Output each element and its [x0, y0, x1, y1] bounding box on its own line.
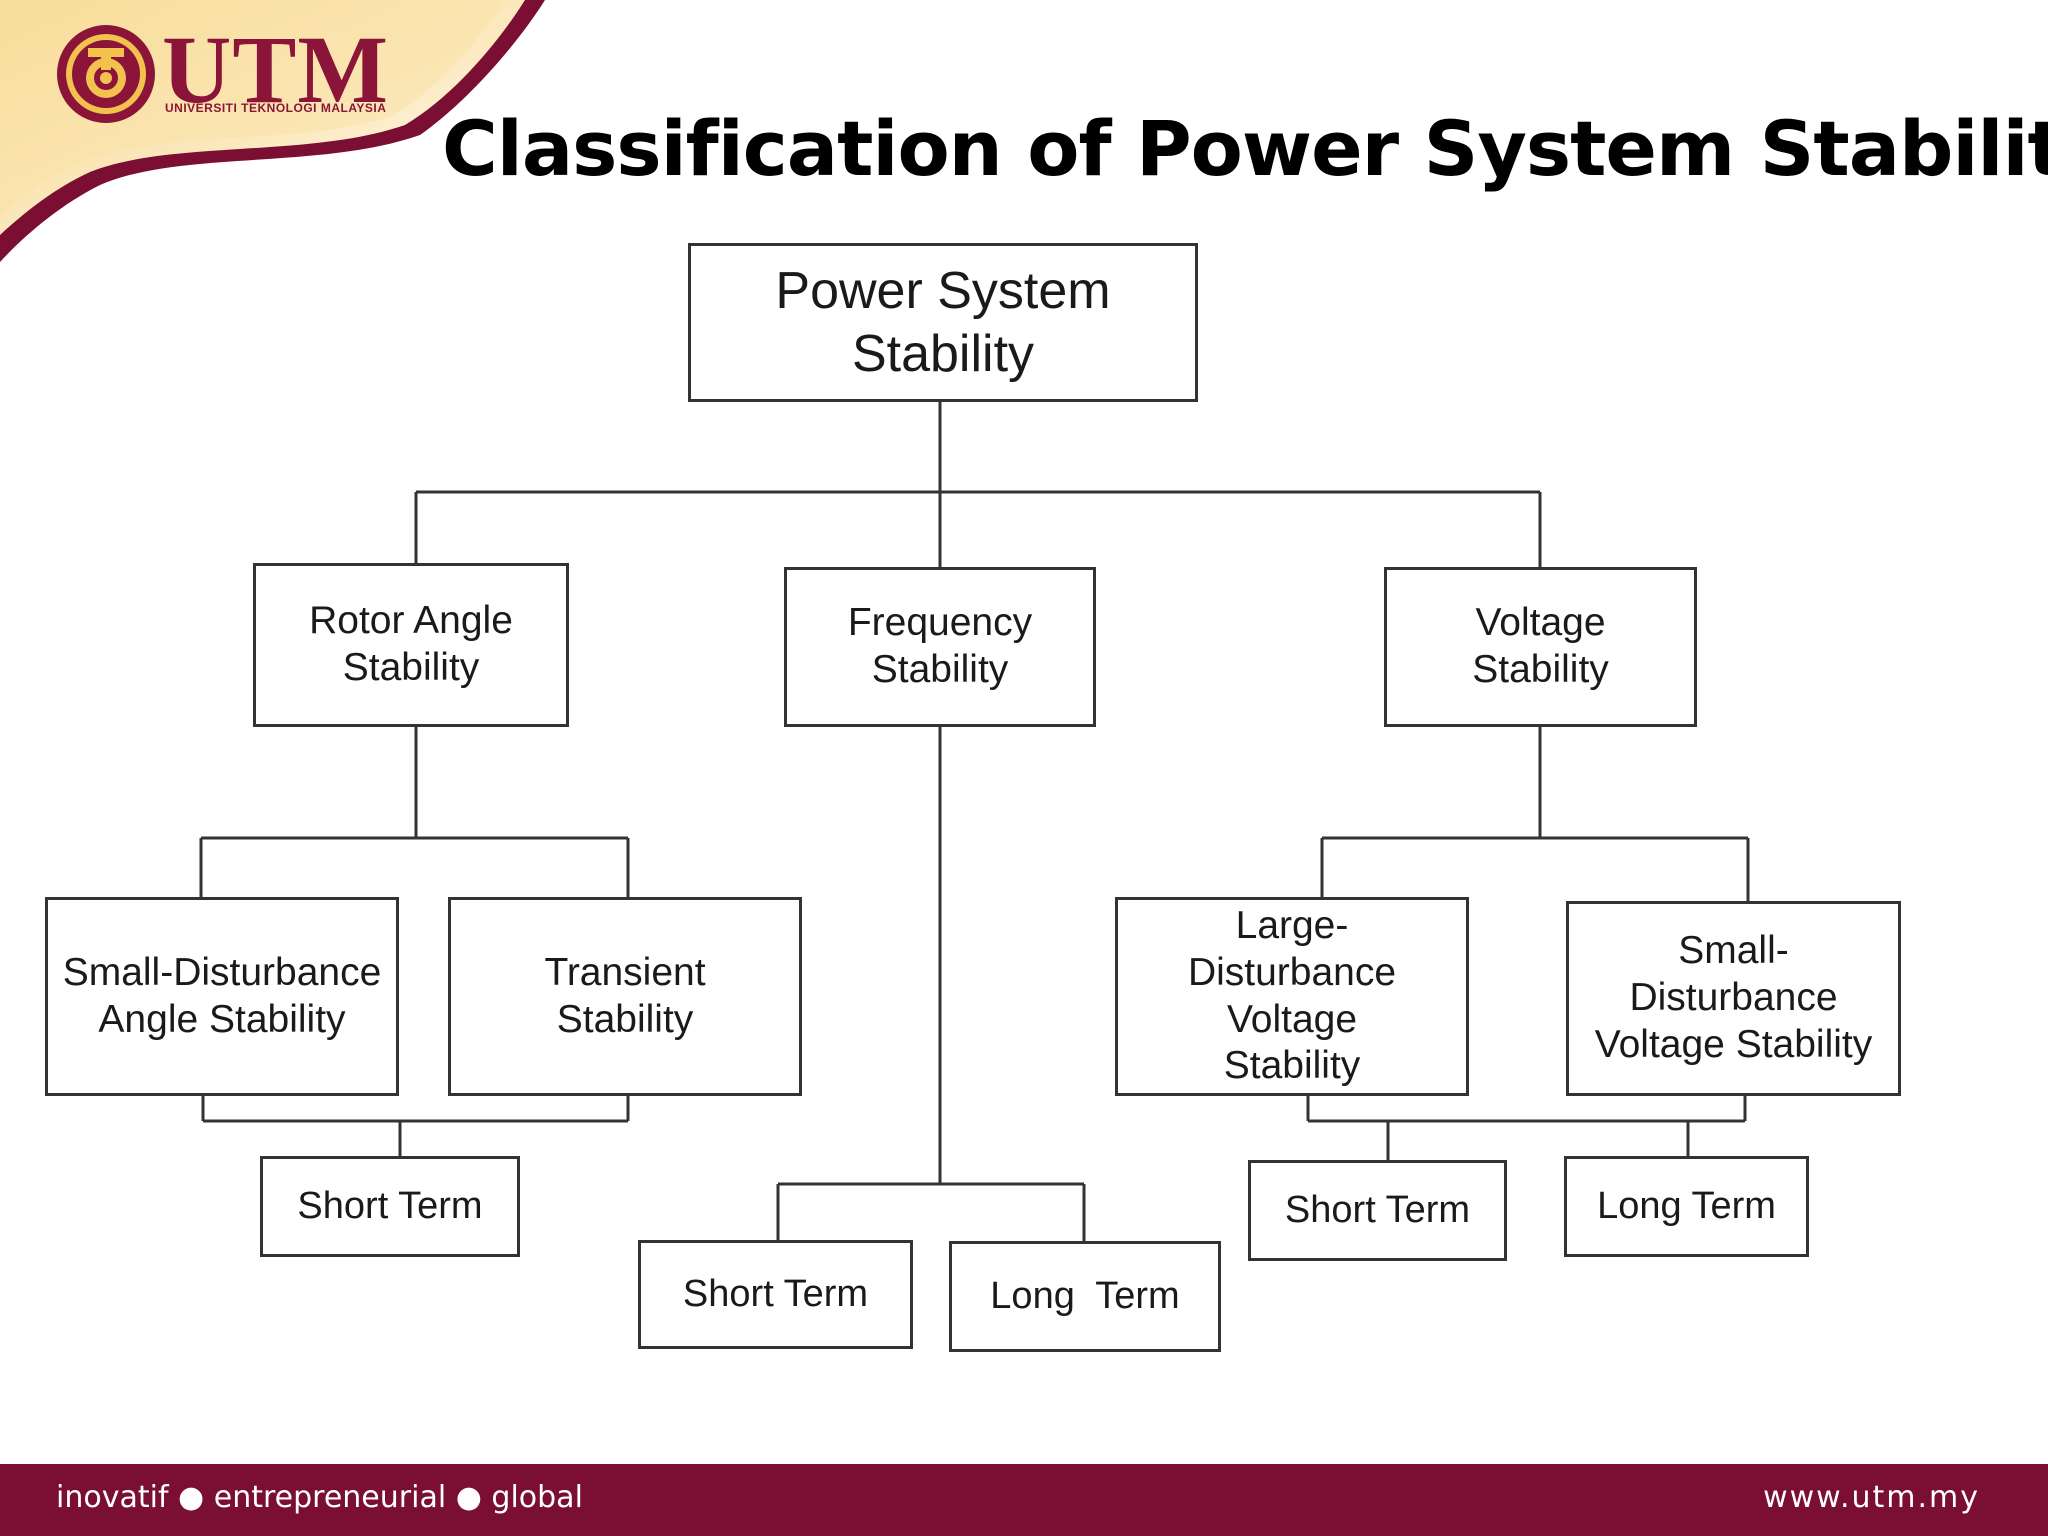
- voltage-short-term-label: Short Term: [1284, 1188, 1471, 1231]
- box-large-disturbance-voltage-stability: Large-Disturbance Voltage Stability: [1115, 897, 1469, 1096]
- voltage-long-term-label: Long Term: [1597, 1184, 1776, 1227]
- small-angle-label: Small-Disturbance Angle Stability: [62, 950, 382, 1041]
- box-frequency-stability: Frequency Stability: [784, 567, 1096, 727]
- frequency-label: Frequency Stability: [847, 601, 1033, 691]
- box-voltage-short-term: Short Term: [1248, 1160, 1507, 1261]
- box-frequency-short-term: Short Term: [638, 1240, 913, 1349]
- footer-website: www.utm.my: [1763, 1480, 1980, 1515]
- transient-label: Transient Stability: [544, 950, 706, 1041]
- box-rotor-short-term: Short Term: [260, 1156, 520, 1257]
- utm-emblem-icon: [57, 25, 155, 123]
- rotor-angle-label: Rotor Angle Stability: [309, 599, 513, 689]
- footer-tagline: inovatif ● entrepreneurial ● global: [56, 1480, 583, 1515]
- box-voltage-stability: Voltage Stability: [1384, 567, 1697, 727]
- small-voltage-label: Small-Disturbance Voltage Stability: [1594, 929, 1873, 1066]
- box-small-disturbance-angle-stability: Small-Disturbance Angle Stability: [45, 897, 399, 1096]
- root-box-power-system-stability: Power System Stability: [688, 243, 1198, 402]
- logo-subtitle: UNIVERSITI TEKNOLOGI MALAYSIA: [165, 101, 387, 115]
- slide-title: Classification of Power System Stability: [442, 104, 2048, 193]
- large-voltage-label: Large-Disturbance Voltage Stability: [1187, 903, 1397, 1088]
- logo-wordmark: UTM: [162, 16, 389, 123]
- box-transient-stability: Transient Stability: [448, 897, 802, 1096]
- box-small-disturbance-voltage-stability: Small-Disturbance Voltage Stability: [1566, 901, 1901, 1096]
- frequency-long-term-label: Long Term: [990, 1274, 1180, 1317]
- box-voltage-long-term: Long Term: [1564, 1156, 1809, 1257]
- footer-bar: inovatif ● entrepreneurial ● global www.…: [0, 1464, 2048, 1536]
- voltage-label: Voltage Stability: [1472, 601, 1609, 691]
- frequency-short-term-label: Short Term: [682, 1272, 869, 1315]
- box-frequency-long-term: Long Term: [949, 1241, 1221, 1352]
- box-rotor-angle-stability: Rotor Angle Stability: [253, 563, 569, 727]
- root-label: Power System Stability: [775, 262, 1111, 383]
- rotor-short-term-label: Short Term: [297, 1184, 483, 1227]
